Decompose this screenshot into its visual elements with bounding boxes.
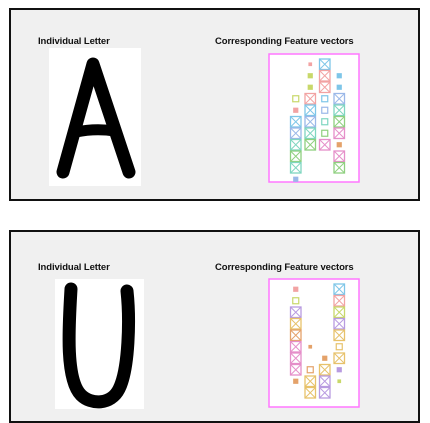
feature-cell	[307, 73, 313, 79]
feature-cell	[318, 58, 331, 71]
feature-cell	[293, 176, 299, 182]
feature-cell	[289, 150, 302, 163]
feature-cell	[333, 294, 346, 307]
feature-cell	[333, 104, 346, 117]
feature-cell	[336, 84, 342, 90]
feature-cell	[304, 138, 317, 151]
feature-cell	[318, 138, 331, 151]
individual-letter-label: Individual Letter	[38, 262, 110, 273]
feature-cell	[293, 107, 299, 113]
feature-cell	[306, 366, 314, 374]
feature-cell	[321, 118, 329, 126]
feature-cell	[333, 283, 346, 296]
feature-cell	[336, 142, 342, 148]
feature-cell	[304, 104, 317, 117]
feature-cell	[318, 69, 331, 82]
feature-cell	[304, 127, 317, 140]
feature-cell	[292, 297, 300, 305]
feature-cell	[333, 115, 346, 128]
feature-cell	[308, 344, 313, 349]
feature-cell	[333, 150, 346, 163]
feature-vector-grid	[268, 53, 360, 183]
feature-cell	[304, 375, 317, 388]
feature-cell	[333, 317, 346, 330]
feature-cell	[333, 306, 346, 319]
feature-cell	[289, 363, 302, 376]
feature-cell	[333, 329, 346, 342]
feature-cell	[289, 115, 302, 128]
letter-panel-2: Individual Letter Corresponding Feature …	[9, 230, 420, 423]
letter-image-u	[55, 279, 144, 409]
letter-image-a	[49, 48, 141, 186]
feature-cell	[337, 379, 342, 384]
feature-cell	[335, 343, 343, 351]
feature-cell	[289, 138, 302, 151]
feature-cell	[289, 340, 302, 353]
feature-cell	[304, 92, 317, 105]
feature-cell	[289, 127, 302, 140]
feature-cell	[308, 62, 313, 67]
feature-cell	[333, 92, 346, 105]
feature-cell	[293, 286, 299, 292]
feature-cell	[336, 367, 342, 373]
feature-cell	[318, 386, 331, 399]
feature-cell	[304, 386, 317, 399]
feature-cell	[289, 329, 302, 342]
individual-letter-label: Individual Letter	[38, 36, 110, 47]
letter-panel-1: Individual Letter Corresponding Feature …	[9, 8, 420, 201]
feature-vectors-label: Corresponding Feature vectors	[215, 36, 354, 47]
feature-cell	[321, 95, 329, 103]
feature-cell	[336, 73, 342, 79]
feature-cell	[289, 352, 302, 365]
feature-cell	[304, 115, 317, 128]
feature-vectors-label: Corresponding Feature vectors	[215, 262, 354, 273]
feature-cell	[307, 84, 313, 90]
feature-cell	[333, 127, 346, 140]
handwritten-letter-u	[62, 282, 135, 409]
feature-cell	[289, 317, 302, 330]
feature-cell	[289, 161, 302, 174]
feature-cell	[318, 81, 331, 94]
feature-cell	[289, 306, 302, 319]
feature-cell	[333, 161, 346, 174]
feature-cell	[333, 352, 346, 365]
feature-cell	[321, 106, 329, 114]
feature-cell	[318, 375, 331, 388]
feature-cell	[318, 363, 331, 376]
feature-cell	[292, 95, 300, 103]
handwritten-letter-a	[56, 57, 136, 179]
feature-cell	[321, 129, 329, 137]
feature-cell	[293, 378, 299, 384]
feature-vector-grid	[268, 278, 360, 408]
feature-cell	[322, 355, 328, 361]
